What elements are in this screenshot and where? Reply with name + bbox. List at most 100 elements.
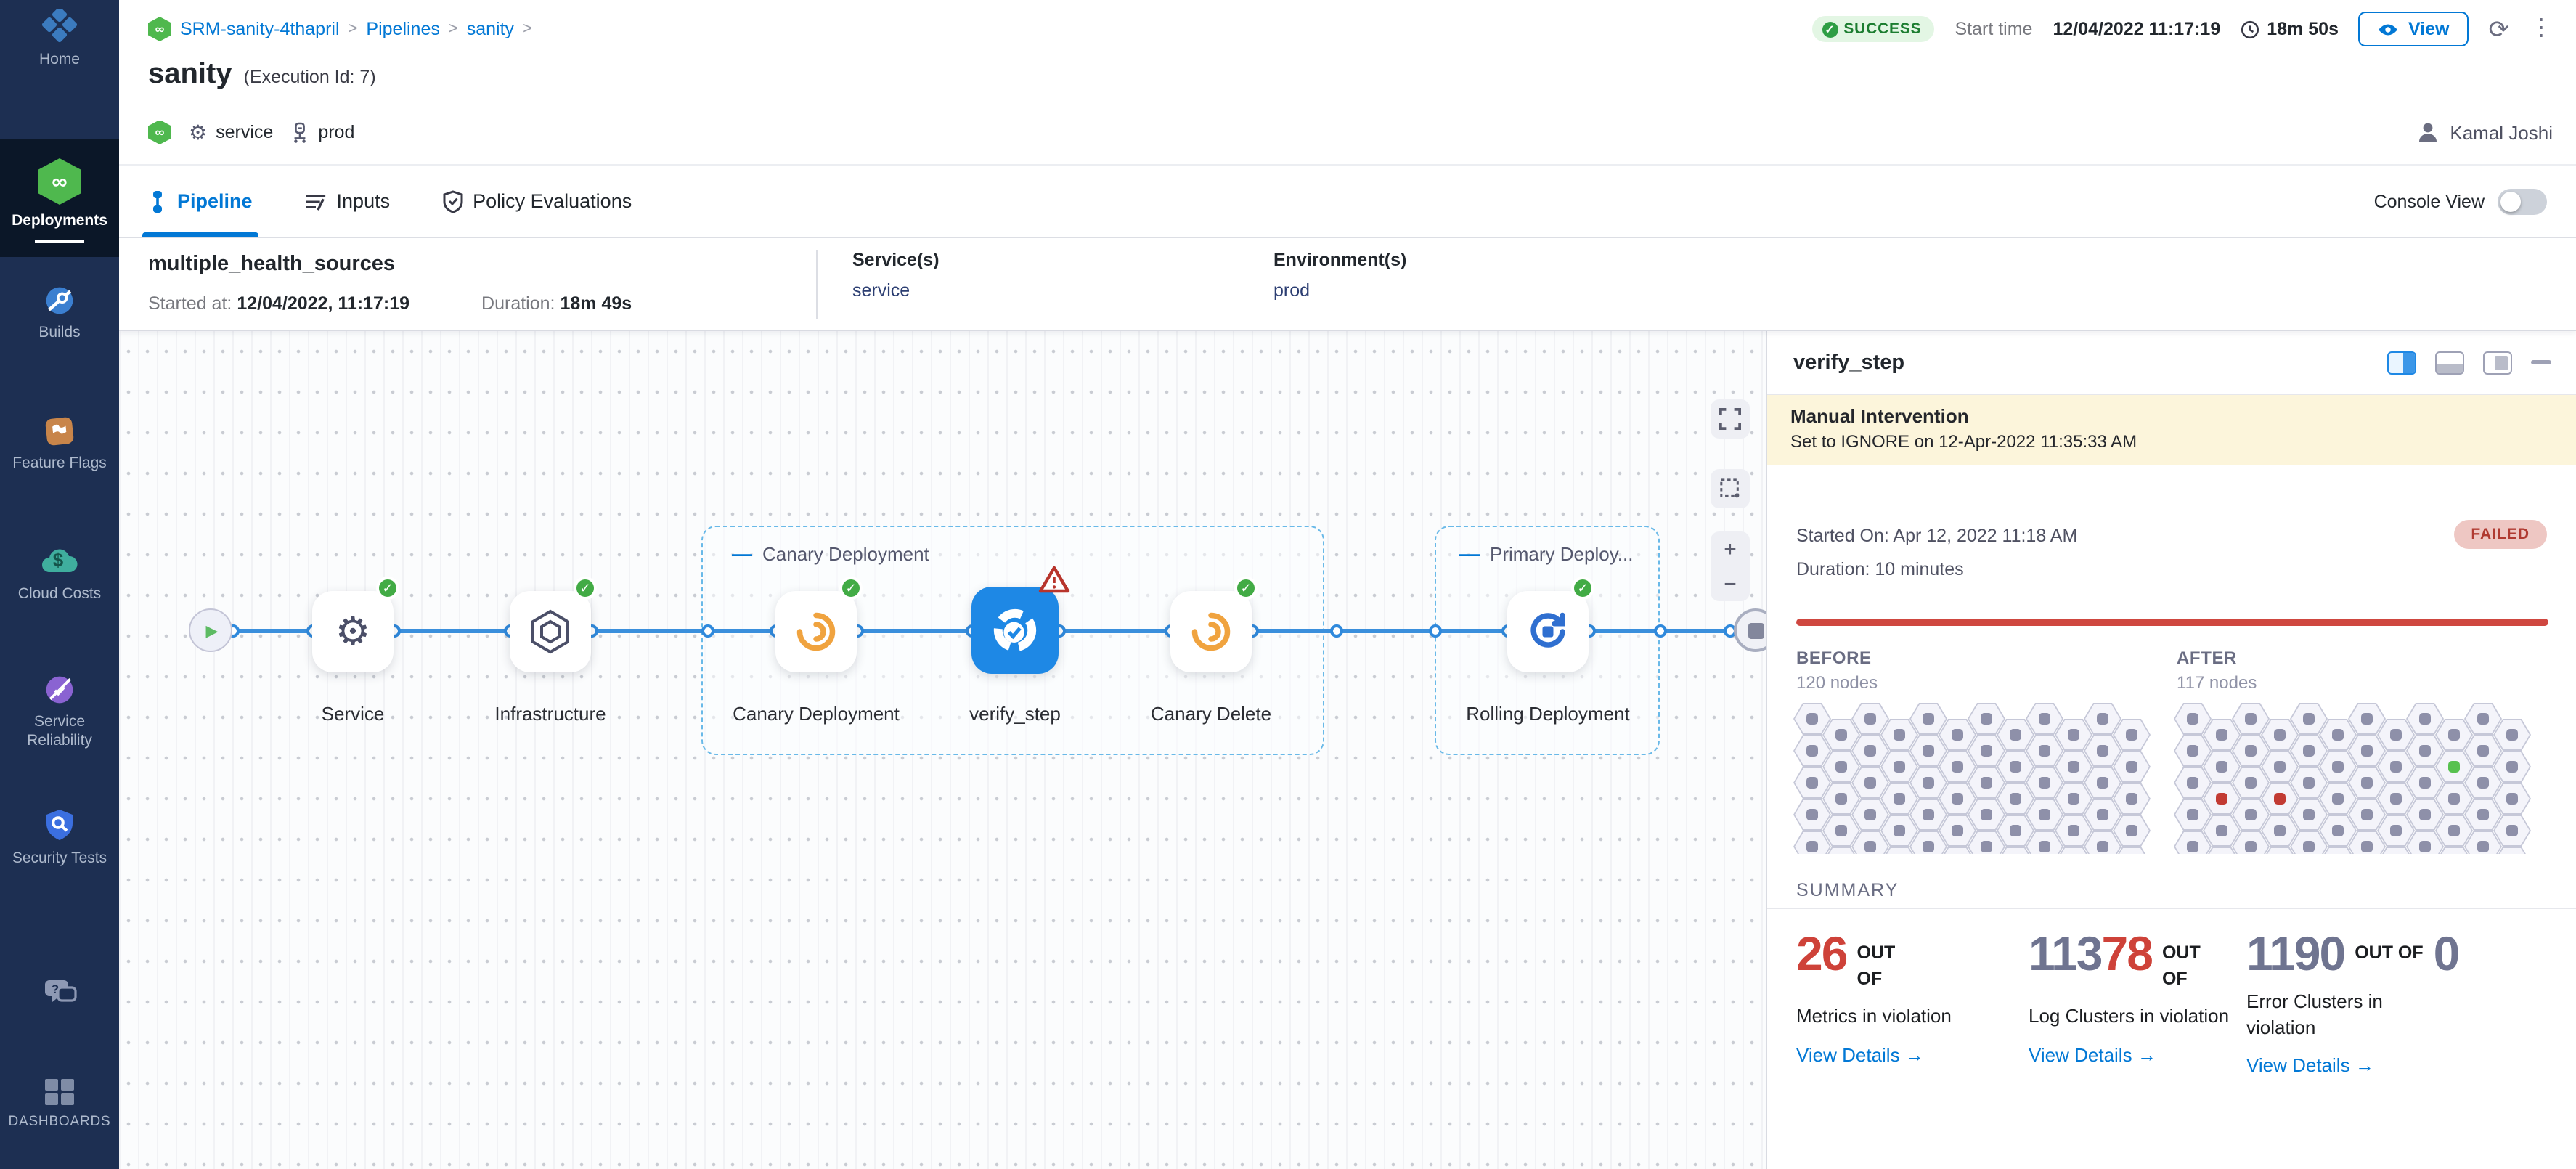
node-hexagon xyxy=(1939,751,1976,783)
sidebar-help-button[interactable]: ? xyxy=(0,976,119,1011)
service-link[interactable]: service xyxy=(852,280,910,301)
pipeline-icon xyxy=(153,190,162,212)
pipeline-canvas[interactable]: — Canary Deployment — Primary Deploy... … xyxy=(119,331,1766,1169)
tab-policy-evaluations[interactable]: Policy Evaluations xyxy=(442,166,632,237)
breadcrumb-pipeline-name[interactable]: sanity xyxy=(466,19,515,39)
top-bar: ∞ SRM-sanity-4thapril > Pipelines > sani… xyxy=(119,0,2576,164)
environment-link[interactable]: prod xyxy=(1273,280,1311,301)
active-underline xyxy=(35,240,84,243)
layout-right-view-icon[interactable] xyxy=(2387,351,2416,374)
eye-icon xyxy=(2379,23,2399,35)
pipeline-hex-icon: ∞ xyxy=(148,120,171,144)
node-hexagon xyxy=(1939,847,1976,854)
sidebar-item-home[interactable]: Home xyxy=(0,9,119,70)
minimize-panel-icon[interactable] xyxy=(2531,360,2551,364)
pipeline-end-node xyxy=(1734,608,1766,652)
breadcrumb-pipelines[interactable]: Pipelines xyxy=(366,19,440,39)
node-hexagon xyxy=(2377,719,2415,751)
node-hexagon xyxy=(2493,783,2531,815)
node-hexagon xyxy=(2435,783,2473,815)
group-label: Primary Deploy... xyxy=(1490,542,1634,564)
zoom-out-button[interactable]: − xyxy=(1724,571,1737,596)
node-hexagon xyxy=(1997,719,2034,751)
sidebar-item-label: Builds xyxy=(38,324,81,341)
layout-floating-view-icon[interactable] xyxy=(2483,351,2512,374)
breadcrumb-project[interactable]: SRM-sanity-4thapril xyxy=(180,19,340,39)
node-hexagon xyxy=(2464,767,2502,799)
sidebar-item-service-reliability[interactable]: Service Reliability xyxy=(0,674,119,752)
node-canary-delete[interactable] xyxy=(1170,591,1252,672)
view-details-link[interactable]: View Details → xyxy=(1796,1043,1924,1066)
node-hexagon xyxy=(1793,767,1831,799)
before-node-count: 120 nodes xyxy=(1796,672,1878,693)
node-service[interactable]: ⚙ xyxy=(312,591,394,672)
before-label: BEFORE xyxy=(1796,648,1872,668)
node-hexagon xyxy=(2232,799,2270,831)
chevron-right-icon: > xyxy=(448,20,458,38)
sidebar-item-security-tests[interactable]: Security Tests xyxy=(0,807,119,868)
check-icon: ✓ xyxy=(1822,21,1838,37)
node-hexagon xyxy=(1909,767,1947,799)
after-label: AFTER xyxy=(2177,648,2237,668)
node-hexagon xyxy=(1909,735,1947,767)
summary-row: 26 OUT OF Metrics in violation View Deta… xyxy=(1796,929,2566,1076)
group-label: Canary Deployment xyxy=(762,542,929,564)
sidebar-item-deployments[interactable]: ∞ Deployments xyxy=(0,139,119,258)
environment-tag[interactable]: prod xyxy=(290,121,354,143)
pipeline-start-node[interactable]: ▶ xyxy=(189,608,232,652)
console-view-toggle[interactable] xyxy=(2498,188,2547,214)
node-hexagon xyxy=(2261,815,2299,847)
node-hexagon xyxy=(1851,703,1889,735)
success-badge-icon: ✓ xyxy=(1571,577,1594,600)
summary-label: SUMMARY xyxy=(1796,880,1899,900)
sidebar-item-label: Cloud Costs xyxy=(17,585,102,603)
node-hexagon xyxy=(2203,751,2241,783)
tabs-bar: Pipeline Inputs Policy Evaluations Conso… xyxy=(119,164,2576,238)
node-hexagon xyxy=(2464,799,2502,831)
view-details-link[interactable]: View Details → xyxy=(2246,1054,2374,1077)
before-node-grid[interactable] xyxy=(1793,703,2156,854)
node-label: Infrastructure xyxy=(494,703,606,725)
fit-to-screen-button[interactable] xyxy=(1711,399,1750,439)
zoom-in-button[interactable]: + xyxy=(1724,537,1737,561)
node-hexagon xyxy=(2493,847,2531,854)
node-hexagon xyxy=(1909,799,1947,831)
node-hexagon xyxy=(2084,831,2121,854)
service-reliability-icon xyxy=(42,674,77,706)
sidebar-item-dashboards[interactable]: DASHBOARDS xyxy=(0,1078,119,1131)
divider xyxy=(1767,908,2576,909)
node-hexagon xyxy=(2261,847,2299,854)
help-chat-icon: ? xyxy=(41,976,78,1011)
content-area: — Canary Deployment — Primary Deploy... … xyxy=(119,331,2576,1169)
node-hexagon xyxy=(2406,799,2444,831)
node-rolling-deployment[interactable] xyxy=(1507,591,1589,672)
node-canary-deployment[interactable] xyxy=(775,591,857,672)
node-hexagon xyxy=(2232,767,2270,799)
after-node-grid[interactable] xyxy=(2174,703,2537,854)
view-details-link[interactable]: View Details → xyxy=(2029,1043,2156,1066)
tab-pipeline[interactable]: Pipeline xyxy=(142,166,258,237)
error-clusters-total: 0 xyxy=(2433,926,2461,980)
sidebar-item-builds[interactable]: Builds xyxy=(0,285,119,343)
node-verify-step[interactable] xyxy=(971,587,1059,674)
sidebar-item-cloud-costs[interactable]: $ Cloud Costs xyxy=(0,546,119,604)
console-view-label: Console View xyxy=(2373,191,2485,211)
node-hexagon xyxy=(2113,815,2151,847)
tab-inputs[interactable]: Inputs xyxy=(305,166,390,237)
arrow-right-icon: → xyxy=(2137,1043,2156,1066)
service-tag[interactable]: ⚙ service xyxy=(189,120,274,143)
node-label: Canary Deployment xyxy=(733,703,900,725)
kebab-menu-icon[interactable]: ⋮ xyxy=(2530,16,2553,41)
node-hexagon xyxy=(1880,719,1918,751)
status-badge: ✓ SUCCESS xyxy=(1811,16,1935,42)
node-infrastructure[interactable] xyxy=(510,591,591,672)
layout-bottom-view-icon[interactable] xyxy=(2435,351,2464,374)
node-hexagon xyxy=(2232,703,2270,735)
summary-item-label: Error Clusters in violation xyxy=(2246,990,2383,1038)
view-button[interactable]: View xyxy=(2358,12,2469,46)
refresh-icon[interactable]: ⟳ xyxy=(2488,15,2510,43)
node-hexagon xyxy=(1880,751,1918,783)
selection-tool-button[interactable] xyxy=(1711,469,1750,508)
sidebar-item-feature-flags[interactable]: Feature Flags xyxy=(0,415,119,473)
